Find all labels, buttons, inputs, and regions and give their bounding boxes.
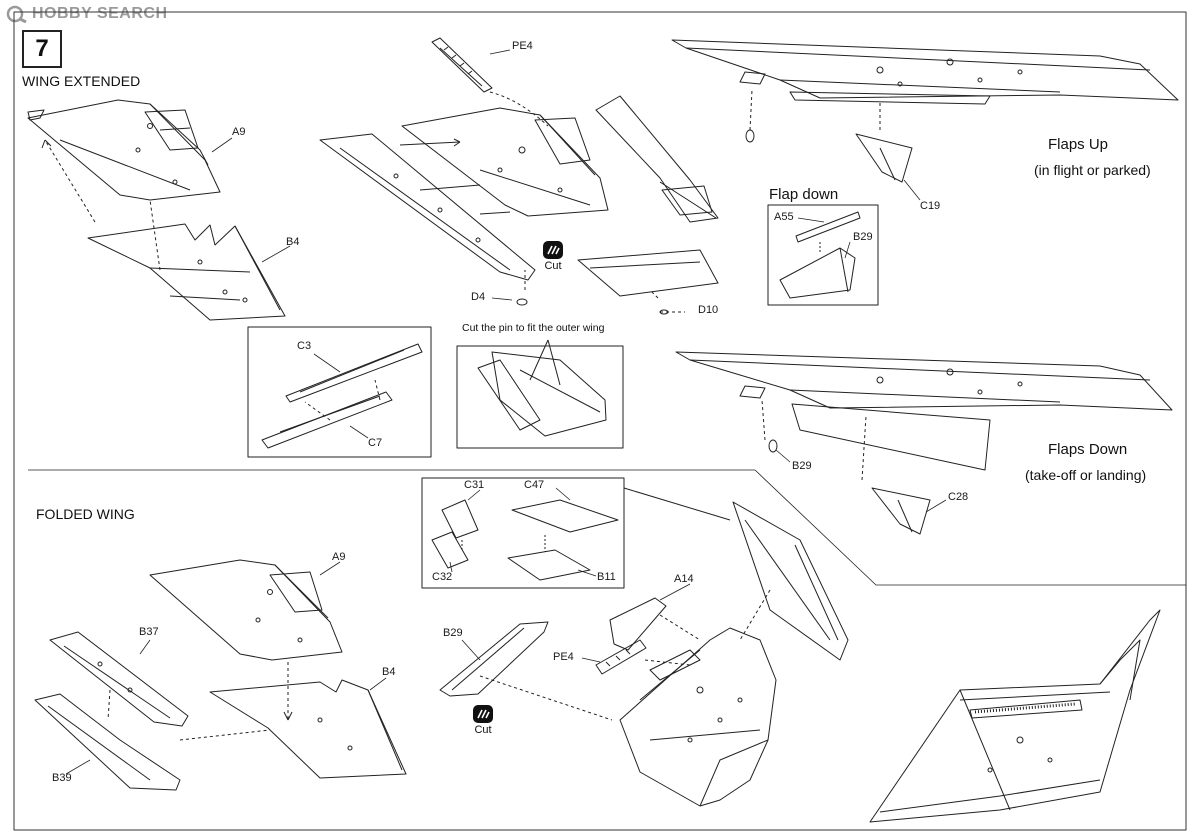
wing-lower-b4-top (87, 223, 286, 321)
part-label-a55: A55 (774, 211, 794, 223)
fold-parts-detail (431, 499, 619, 581)
part-label-c32: C32 (432, 571, 453, 583)
flaps-down-subtitle: (take-off or landing) (1025, 467, 1147, 483)
part-label-c7: C7 (368, 437, 383, 449)
part-label-b39: B39 (52, 772, 72, 784)
part-label-pe4-bottom: PE4 (553, 651, 574, 663)
leading-edge-slat (319, 133, 536, 281)
flaps-down-title: Flaps Down (1048, 441, 1128, 458)
wing-center-upper (401, 107, 609, 217)
part-label-a9-bottom: A9 (332, 551, 346, 563)
section-title-folded-wing: FOLDED WING (36, 506, 135, 522)
part-label-c31: C31 (464, 479, 485, 491)
folded-wing-complete (869, 609, 1161, 823)
wing-flaps-down (675, 351, 1173, 471)
part-b39-panel (34, 693, 181, 791)
step-number: 7 (22, 30, 62, 68)
part-label-d4: D4 (471, 291, 486, 303)
part-b29-bottom (439, 621, 549, 697)
cut-marker-top: Cut (542, 240, 564, 272)
cut-scissors-icon (543, 241, 563, 259)
part-b37-slat (49, 631, 189, 727)
part-c19-actuator (855, 133, 913, 183)
part-label-d10: D10 (698, 304, 719, 316)
part-c3-strip (285, 343, 423, 403)
flap-panel-d10 (577, 249, 719, 297)
cut-marker-bottom: Cut (472, 704, 494, 736)
pe4-photoetch-top (431, 37, 493, 93)
cut-scissors-icon (473, 705, 493, 723)
hobby-search-logo-icon (6, 5, 27, 23)
part-c7-strip (261, 391, 393, 449)
pe4-photoetch-bottom (595, 639, 647, 675)
flap-down-detail (779, 211, 861, 299)
flap-down-title: Flap down (769, 186, 839, 203)
part-label-pe4-top: PE4 (512, 40, 533, 52)
part-label-c28: C28 (948, 491, 969, 503)
wing-lower-b4-bottom (209, 679, 407, 779)
folded-center-section (619, 627, 777, 807)
cut-pin-instruction: Cut the pin to fit the outer wing (462, 322, 605, 334)
part-label-a14: A14 (674, 573, 694, 585)
watermark: HOBBY SEARCH (6, 4, 168, 24)
wing-flaps-up (671, 39, 1179, 105)
part-label-b4-top: B4 (286, 236, 300, 248)
section-title-wing-extended: WING EXTENDED (22, 73, 141, 89)
cut-label-top: Cut (544, 260, 562, 272)
part-label-b29-flap: B29 (853, 231, 873, 243)
watermark-text: HOBBY SEARCH (32, 5, 168, 22)
part-label-c19: C19 (920, 200, 941, 212)
flaps-up-title: Flaps Up (1048, 136, 1109, 153)
part-label-a9-top: A9 (232, 126, 246, 138)
part-c28-actuator (871, 487, 931, 535)
wing-upper-a9-bottom (149, 559, 343, 661)
part-label-b29-bottom: B29 (443, 627, 463, 639)
fold-hinge-panel (732, 501, 849, 661)
part-a14 (609, 597, 667, 651)
part-label-c47: C47 (524, 479, 545, 491)
part-label-c3: C3 (297, 340, 312, 352)
flaps-up-subtitle: (in flight or parked) (1034, 162, 1151, 178)
part-label-b11: B11 (597, 571, 616, 583)
part-label-b4-bottom: B4 (382, 666, 396, 678)
cut-pin-detail (477, 339, 607, 437)
part-label-b37: B37 (139, 626, 159, 638)
outer-panel-right (595, 95, 719, 223)
cut-label-bottom: Cut (474, 724, 492, 736)
part-label-b29-down: B29 (792, 460, 812, 472)
wing-upper-a9-top (27, 99, 221, 201)
